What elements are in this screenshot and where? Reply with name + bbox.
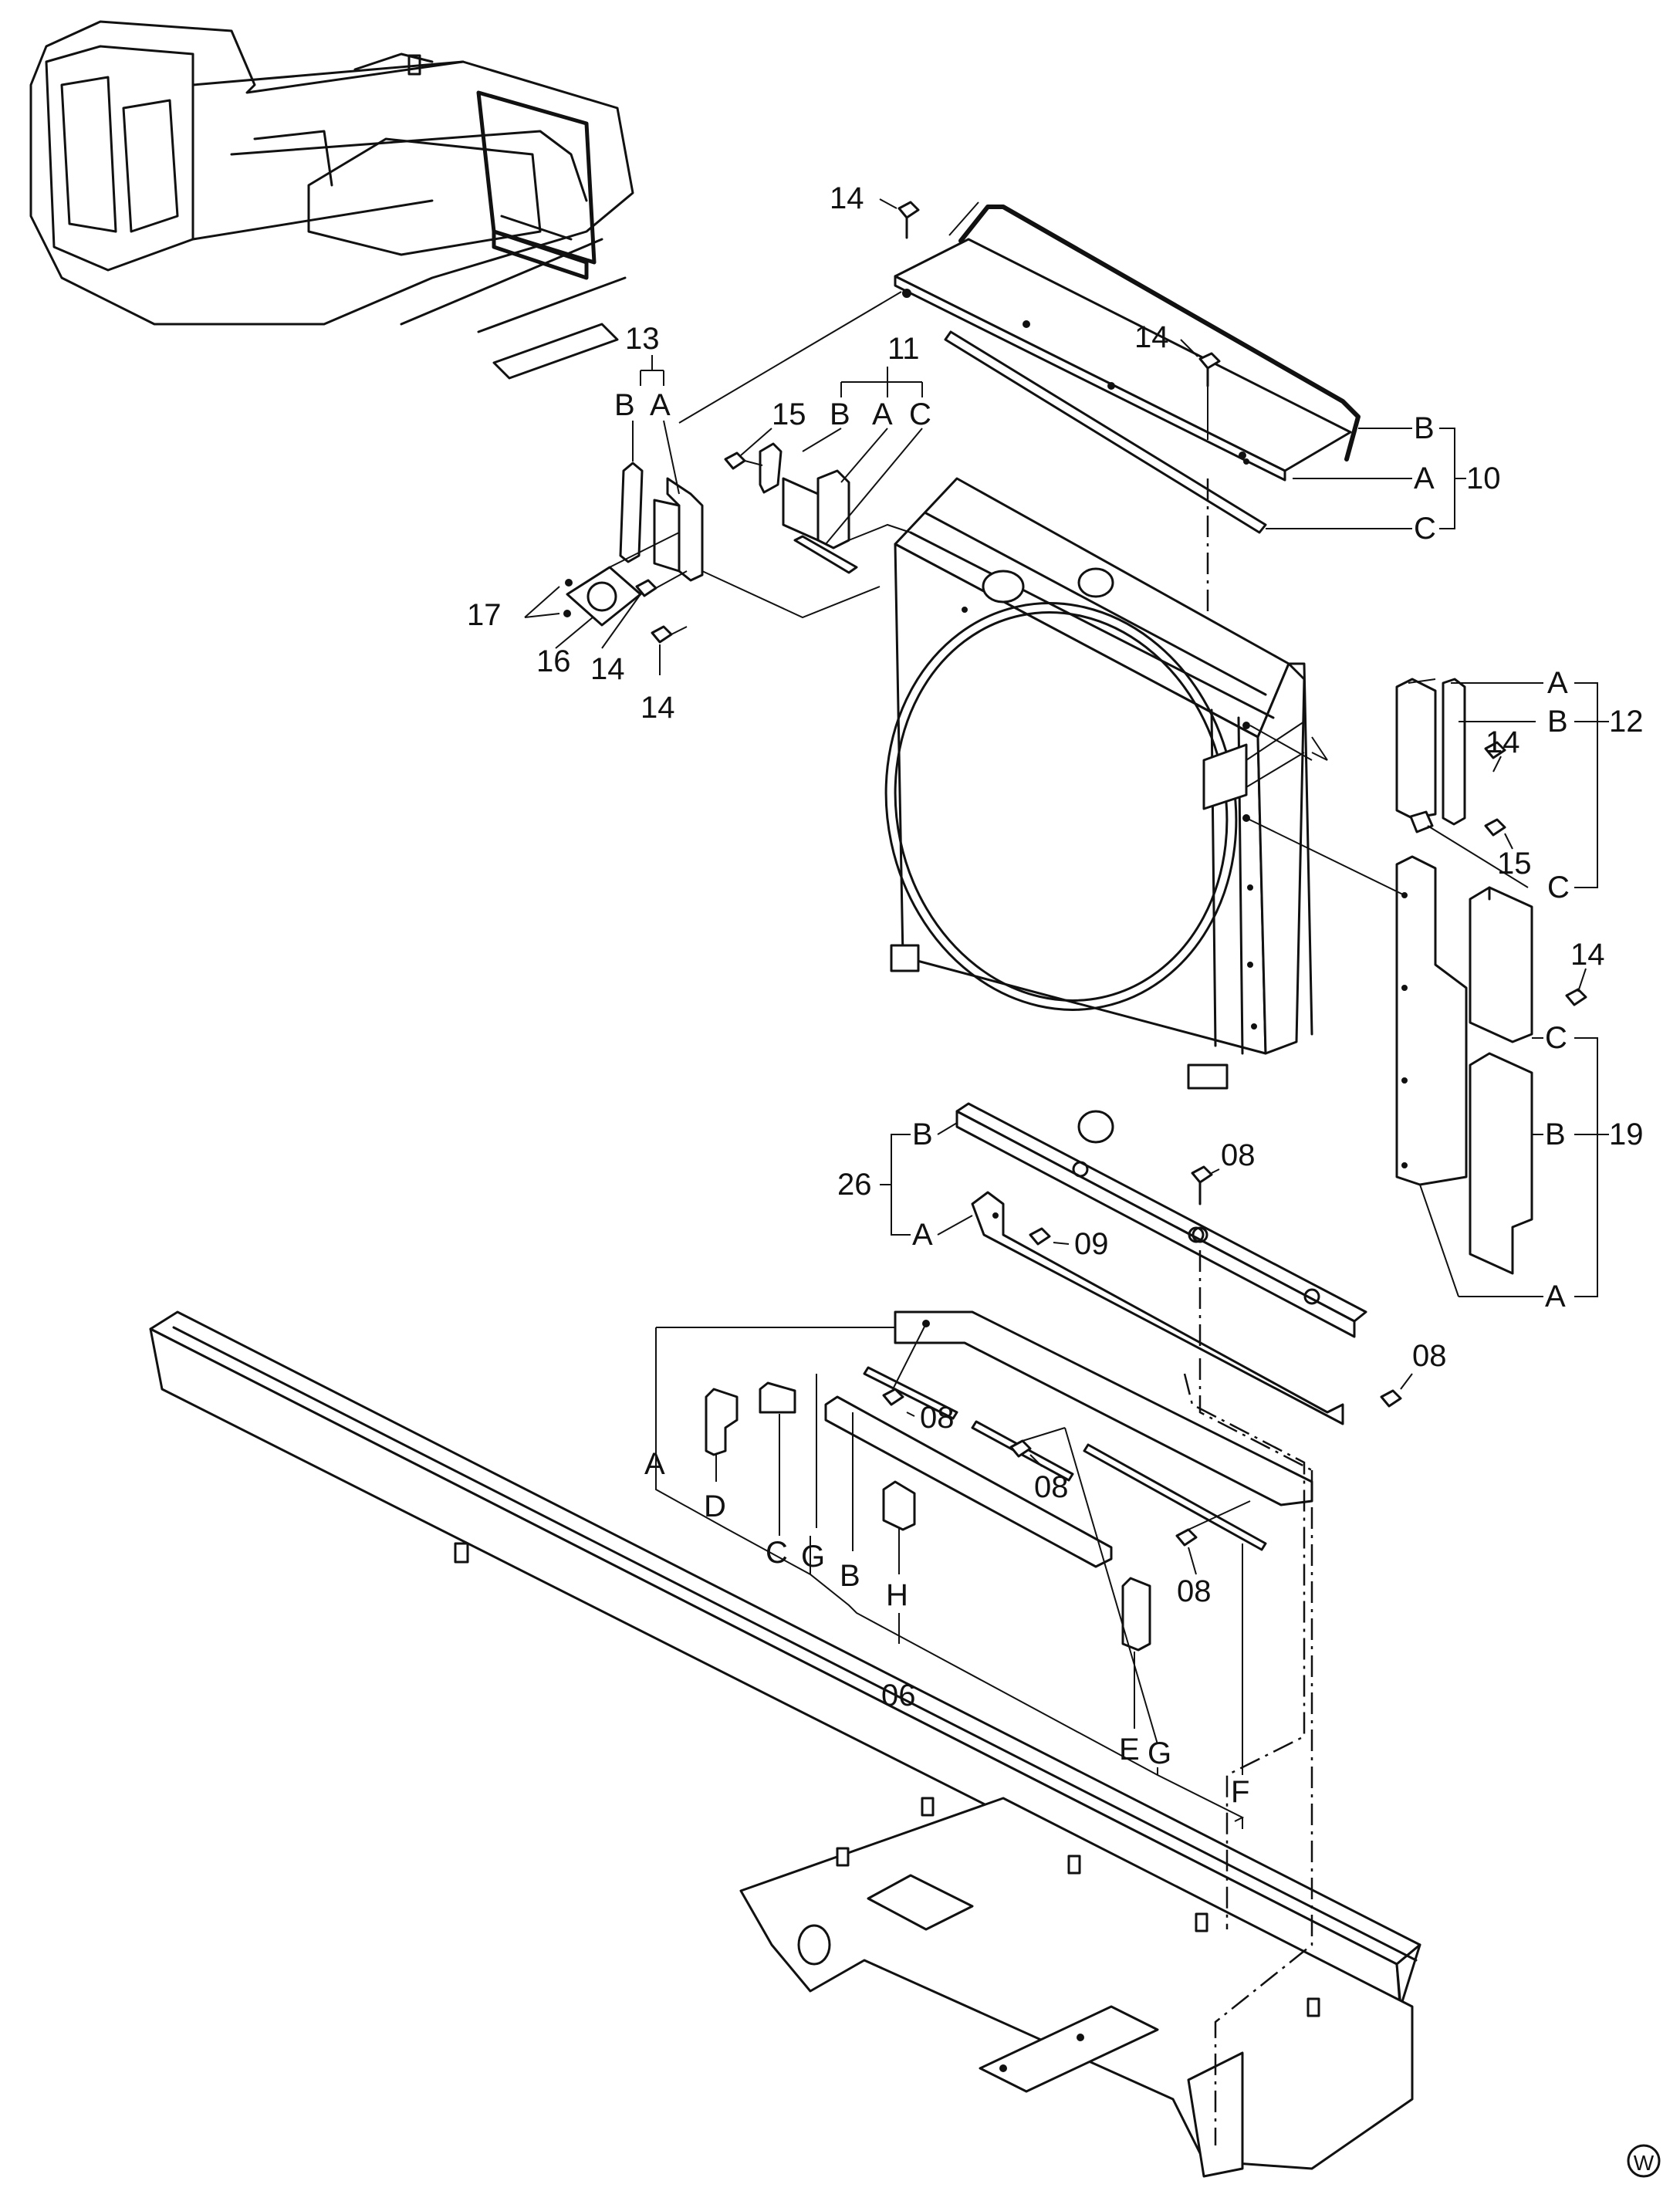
label-13-b: B — [614, 388, 635, 422]
label-06-d: D — [704, 1489, 726, 1523]
bolt-15-upper-left — [724, 451, 763, 470]
label-11-c: C — [909, 397, 931, 431]
label-19: 19 — [1609, 1117, 1644, 1151]
label-11-a: A — [872, 397, 893, 431]
label-06-g-right: G — [1148, 1736, 1171, 1770]
parts-group-06 — [705, 1310, 1313, 1745]
label-19-b: B — [1545, 1117, 1566, 1151]
label-16: 16 — [536, 644, 571, 678]
excavator-thumbnail — [29, 20, 634, 380]
label-26: 26 — [837, 1168, 872, 1202]
label-12: 12 — [1609, 705, 1644, 739]
label-08-plate: 08 — [920, 1401, 955, 1435]
label-17: 17 — [467, 598, 502, 632]
label-14-flange-low: 14 — [641, 691, 675, 725]
label-26-b: B — [912, 1117, 933, 1151]
callout-leaders — [524, 355, 1609, 1829]
left-bracket-assembly — [563, 442, 911, 644]
label-08-bracket: 08 — [1221, 1138, 1256, 1172]
label-14-guard: 14 — [1134, 320, 1169, 354]
corner-mark-letter: W — [1634, 2151, 1655, 2175]
bolt-14-flange-low — [651, 625, 688, 644]
label-08-low: 08 — [1177, 1574, 1212, 1608]
callout-labels: 14 14 13 B A 11 B A C 15 17 16 14 14 B A… — [467, 181, 1644, 1809]
label-14-right: 14 — [1486, 725, 1520, 759]
lower-bracket-26 — [955, 1102, 1402, 1425]
label-06-f: F — [1231, 1775, 1249, 1809]
label-13: 13 — [625, 322, 660, 356]
phantom-lines — [1183, 1358, 1313, 2145]
label-11: 11 — [887, 332, 920, 366]
label-26-a: A — [912, 1218, 933, 1252]
label-14-right-low: 14 — [1570, 938, 1605, 972]
label-06: 06 — [881, 1679, 916, 1713]
label-10-a: A — [1414, 462, 1435, 495]
label-19-a: A — [1545, 1280, 1566, 1314]
label-06-h: H — [886, 1578, 908, 1612]
label-15-right: 15 — [1497, 847, 1532, 881]
label-13-a: A — [650, 388, 671, 422]
label-14-flange: 14 — [590, 652, 625, 686]
corner-mark-w: W — [1627, 2144, 1661, 2178]
label-10: 10 — [1466, 462, 1501, 495]
label-14-top: 14 — [830, 181, 864, 215]
label-06-c: C — [766, 1536, 788, 1570]
label-08-mid: 08 — [1034, 1470, 1069, 1504]
label-06-a: A — [644, 1447, 665, 1481]
label-12-b: B — [1547, 705, 1568, 739]
label-10-b: B — [1414, 411, 1435, 445]
right-side-parts — [1246, 678, 1587, 1275]
label-11-b: B — [830, 397, 850, 431]
bolt-14-flange-left — [635, 570, 688, 597]
label-19-c: C — [1545, 1021, 1567, 1055]
label-12-a: A — [1547, 666, 1568, 700]
label-06-e: E — [1119, 1733, 1140, 1767]
label-12-c: C — [1547, 871, 1570, 904]
label-08-right: 08 — [1412, 1339, 1447, 1373]
label-06-g-left: G — [801, 1540, 825, 1574]
label-10-c: C — [1414, 512, 1436, 546]
label-15-upper: 15 — [772, 397, 806, 431]
bolt-14-guard-mid — [1198, 352, 1221, 387]
top-guard-assembly — [678, 198, 1361, 617]
radiator-core — [884, 477, 1313, 1144]
label-06-b: B — [840, 1559, 860, 1593]
label-09: 09 — [1074, 1227, 1109, 1261]
frame-beam — [149, 1310, 1421, 2178]
bolt-14-top-cover — [897, 201, 920, 239]
